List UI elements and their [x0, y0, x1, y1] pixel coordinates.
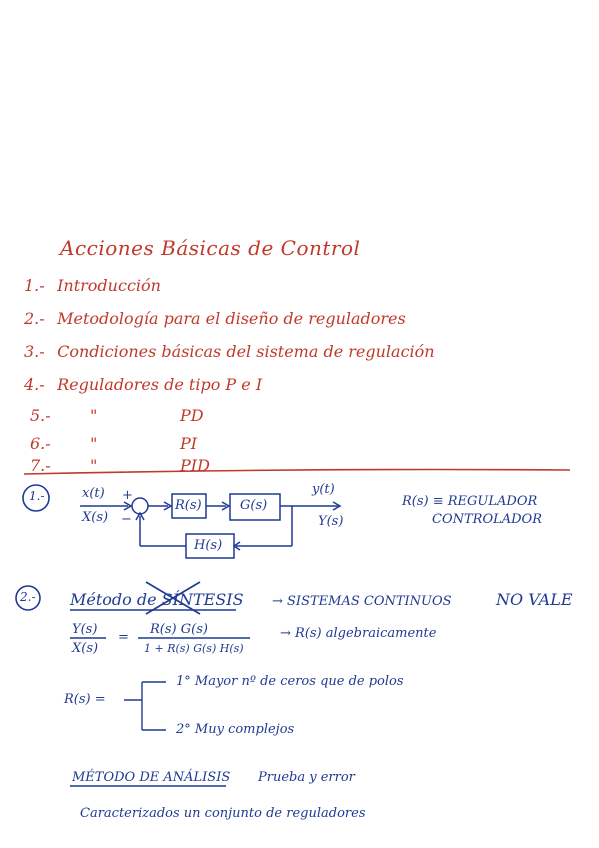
separator-line — [23, 468, 571, 475]
index-item-1: 1.- Introducción — [24, 276, 161, 295]
index-number: 1.- — [24, 276, 45, 295]
index-item-3: 3.- Condiciones básicas del sistema de r… — [24, 342, 435, 361]
index-text: Condiciones básicas del sistema de regul… — [57, 342, 435, 361]
block-g — [229, 493, 281, 521]
equals-sign: = — [118, 630, 129, 645]
index-item-2: 2.- Metodología para el diseño de regula… — [24, 309, 406, 328]
controller-note: CONTROLADOR — [432, 512, 542, 527]
block-r-label: R(s) — [175, 498, 202, 513]
index-number: 3.- — [24, 342, 45, 361]
section-marker-circle — [22, 484, 50, 512]
closed-loop-denominator: 1 + R(s) G(s) H(s) — [144, 642, 244, 655]
regulator-note: R(s) ≡ REGULADOR — [402, 494, 538, 509]
section-marker-circle — [15, 585, 41, 611]
synthesis-method: Método de SÍNTESIS — [70, 590, 244, 609]
index-number: 6.- — [30, 434, 51, 453]
rs-equation: R(s) = — [64, 692, 106, 707]
not-valid: NO VALE — [496, 590, 573, 609]
tf-numerator: Y(s) — [72, 622, 98, 637]
arrowhead — [135, 511, 145, 521]
algebraic-note: → R(s) algebraicamente — [280, 626, 437, 641]
index-text: PD — [180, 406, 204, 425]
index-number: 7.- — [30, 456, 51, 475]
block-h-label: H(s) — [194, 538, 223, 553]
index-text: Metodología para el diseño de reguladore… — [57, 309, 406, 328]
index-number: 5.- — [30, 406, 51, 425]
closed-loop-numerator: R(s) G(s) — [150, 622, 208, 637]
index-number: 2.- — [24, 309, 45, 328]
output-label-time: y(t) — [312, 482, 335, 497]
ditto-mark: " — [90, 434, 98, 453]
continuous-systems: → SISTEMAS CONTINUOS — [272, 594, 452, 609]
analysis-method: MÉTODO DE ANÁLISIS — [72, 770, 231, 785]
arrowhead — [123, 501, 133, 511]
index-text: Introducción — [57, 276, 161, 295]
condition-1: 1° Mayor nº de ceros que de polos — [176, 674, 404, 689]
trial-and-error: Prueba y error — [258, 770, 355, 785]
output-label-laplace: Y(s) — [318, 514, 344, 529]
cross-line — [145, 581, 201, 615]
condition-2: 2° Muy complejos — [176, 722, 295, 737]
tf-denominator: X(s) — [72, 641, 99, 656]
section-marker: 2.- — [20, 590, 36, 604]
block-g-label: G(s) — [240, 498, 268, 513]
index-text: Reguladores de tipo P e I — [57, 375, 263, 394]
section-marker: 1.- — [29, 489, 45, 503]
arrowhead — [332, 501, 342, 511]
ditto-mark: " — [90, 406, 98, 425]
ditto-mark: " — [90, 456, 98, 475]
arrowhead — [221, 501, 231, 511]
arrowhead — [163, 501, 173, 511]
input-label-laplace: X(s) — [82, 510, 109, 525]
plus-sign: + — [122, 488, 133, 503]
minus-sign: − — [121, 512, 132, 527]
index-item-4: 4.- Reguladores de tipo P e I — [24, 375, 262, 394]
input-label-time: x(t) — [82, 486, 105, 501]
page-title: Acciones Básicas de Control — [60, 236, 361, 260]
index-text: PI — [180, 434, 198, 453]
characterized-note: Caracterizados un conjunto de reguladore… — [80, 806, 366, 821]
index-number: 4.- — [24, 375, 45, 394]
